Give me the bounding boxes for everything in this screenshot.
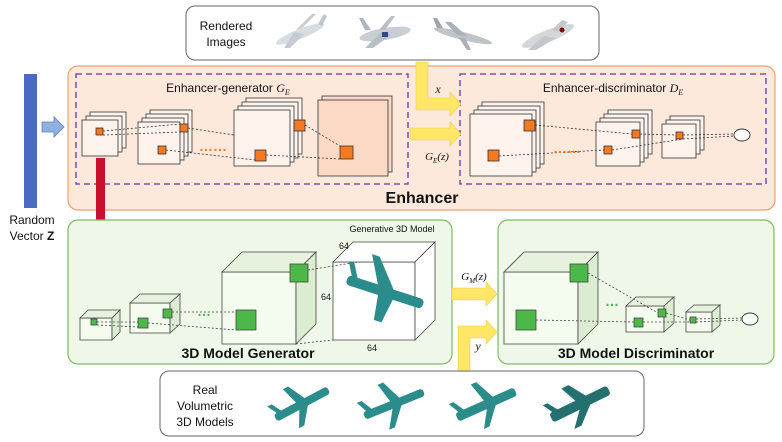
dimension-side: 64 [321,292,331,302]
dimension-top: 64 [339,241,349,251]
generator-to-model-discriminator-arrow [451,281,498,307]
model-input-y-label: y [474,339,481,353]
model-generator-ellipsis: … [197,303,211,319]
airplane-rendering-icon [359,16,411,48]
generative-model-label: Generative 3D Model [349,224,434,234]
voxel-airplane-icon [346,254,424,323]
real-models-label-line3: 3D Models [176,415,233,429]
generator-to-discriminator-arrow [409,121,462,147]
voxel-airplane-icon [448,382,517,429]
enhancer-output-ge-label: GE(z) [425,151,449,165]
enhancer-discriminator-label: Enhancer-discriminator DE [543,81,683,97]
airplane-rendering-icon [521,20,575,50]
enhancer-generator-layers [81,95,393,177]
real-models-label-line1: Real [193,383,218,397]
random-vector-label-line2: Vector Z [10,229,55,243]
enhancer-title: Enhancer [386,190,459,207]
enhancer-discriminator-box [459,73,767,185]
airplane-rendering-icon [275,14,327,48]
enhancer-input-x-label: x [434,82,441,96]
voxel-airplane-icon [356,382,425,430]
real-models-label-line2: Volumetric [177,399,233,413]
enhancer-discriminator-ellipsis: …… [553,140,581,156]
rendered-images-panel: Rendered Images [185,5,600,61]
model-discriminator-volumes [503,251,759,345]
model-generator-region: 3D Model Generator [67,219,453,365]
rendered-images-label-line2: Images [206,35,245,49]
discriminator-output-node-icon [741,312,759,326]
enhancer-region: Enhancer Enhancer-generator GE [67,61,776,211]
voxel-airplane-icon [542,385,610,429]
random-vector-label-line1: Random [9,213,54,227]
rendered-images-label-line1: Rendered [200,19,253,33]
input-arrow-icon [41,116,65,138]
enhancer-generator-box [75,73,409,185]
rendered-to-discriminator-arrow [415,61,462,117]
model-generator-volumes [79,241,436,345]
enhancer-generator-label: Enhancer-generator GE [166,81,290,97]
airplane-rendering-icon [433,18,493,50]
real-models-to-discriminator-arrow [457,319,498,373]
enhancer-generator-ellipsis: …… [199,138,227,154]
voxel-airplane-icon [267,386,330,429]
random-vector-z: Random Vector Z [9,74,65,243]
model-generator-title: 3D Model Generator [181,345,315,361]
model-output-gm-label: GM(z) [461,271,487,285]
model-discriminator-ellipsis: … [605,293,619,309]
model-discriminator-region: 3D Model Discriminator [497,219,775,365]
discriminator-output-node-icon [733,128,751,142]
model-discriminator-title: 3D Model Discriminator [558,345,715,361]
enhancer-discriminator-layers [469,101,751,177]
real-volumetric-models-panel: Real Volumetric 3D Models [159,370,645,437]
dimension-bottom: 64 [367,343,377,353]
